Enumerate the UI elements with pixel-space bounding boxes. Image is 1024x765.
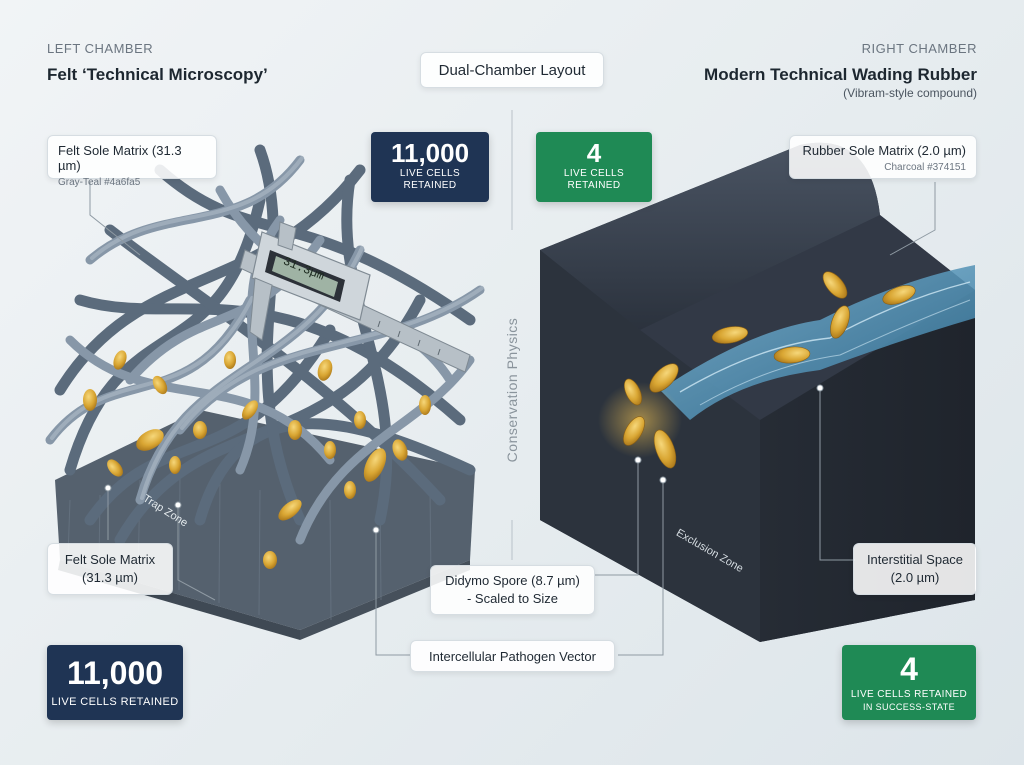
- leader-dots: [104, 384, 824, 534]
- felt-stat-bottom-caption: LIVE CELLS RETAINED: [51, 696, 179, 708]
- felt-stat-bottom-value: 11,000: [66, 655, 164, 691]
- right-chamber-subtitle: (Vibram-style compound): [843, 86, 977, 100]
- rubber-stat-top-value: 4: [586, 138, 602, 168]
- felt-cells-stat-bottom: 11,000 LIVE CELLS RETAINED: [47, 645, 183, 720]
- layout-title-pill: Dual-Chamber Layout: [420, 52, 604, 88]
- right-chamber-title: Modern Technical Wading Rubber: [704, 65, 977, 84]
- rubber-stat-bottom-caption2: IN SUCCESS-STATE: [862, 702, 956, 712]
- rubber-matrix-card-title: Rubber Sole Matrix (2.0 µm): [802, 143, 966, 158]
- felt-matrix-label-line2: (31.3 µm): [82, 570, 138, 585]
- rubber-cells-stat-top: 4 LIVE CELLS RETAINED: [536, 132, 652, 202]
- felt-matrix-label: Felt Sole Matrix (31.3 µm): [47, 543, 173, 595]
- felt-matrix-label-line1: Felt Sole Matrix: [64, 552, 156, 567]
- didymo-spore-label: Didymo Spore (8.7 µm) - Scaled to Size: [430, 565, 595, 615]
- rubber-matrix-card: Rubber Sole Matrix (2.0 µm) Charcoal #37…: [789, 135, 977, 179]
- rubber-stat-bottom-value: 4: [900, 651, 918, 687]
- right-chamber-eyebrow: RIGHT CHAMBER: [861, 41, 977, 56]
- rubber-stat-top-caption1: LIVE CELLS: [563, 168, 625, 179]
- spore-label-line1: Didymo Spore (8.7 µm): [445, 573, 580, 588]
- felt-matrix-card: Felt Sole Matrix (31.3 µm) Gray-Teal #4a…: [47, 135, 217, 188]
- interstitial-label-line2: (2.0 µm): [890, 570, 940, 585]
- rubber-stat-bottom-caption1: LIVE CELLS RETAINED: [850, 689, 968, 700]
- caliper-tool: [239, 221, 471, 373]
- rubber-spores: [623, 271, 916, 469]
- left-chamber-title: Felt ‘Technical Microscopy’: [47, 65, 268, 84]
- pathogen-vector-label: Intercellular Pathogen Vector: [410, 640, 615, 672]
- felt-stat-top-caption2: RETAINED: [403, 180, 457, 191]
- felt-spores: [83, 350, 431, 569]
- interstitial-label-line1: Interstitial Space: [866, 552, 964, 567]
- felt-matrix-card-subtitle: Gray-Teal #4a6fa5: [58, 177, 141, 188]
- felt-cells-stat-top: 11,000 LIVE CELLS RETAINED: [371, 132, 489, 202]
- felt-matrix-card-title: Felt Sole Matrix (31.3 µm): [58, 143, 182, 173]
- conservation-physics-label: Conservation Physics: [504, 317, 520, 463]
- felt-stat-top-caption1: LIVE CELLS: [399, 168, 461, 179]
- interstitial-space-label: Interstitial Space (2.0 µm): [853, 543, 977, 595]
- rubber-stat-top-caption2: RETAINED: [567, 180, 621, 191]
- rubber-matrix-card-subtitle: Charcoal #374151: [884, 162, 966, 173]
- leader-lines: [89, 182, 936, 656]
- rubber-cells-stat-bottom: 4 LIVE CELLS RETAINED IN SUCCESS-STATE: [842, 645, 976, 720]
- spore-label-line2: - Scaled to Size: [466, 591, 559, 606]
- left-chamber-eyebrow: LEFT CHAMBER: [47, 41, 154, 56]
- felt-stat-top-value: 11,000: [390, 138, 470, 168]
